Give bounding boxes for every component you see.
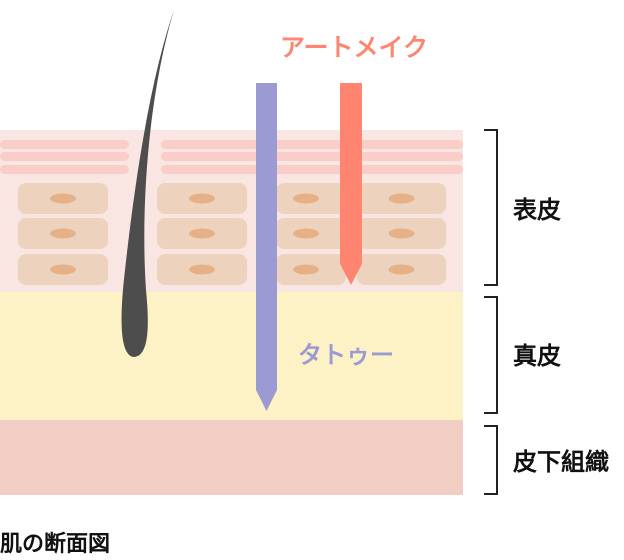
cell-nucleus [50, 193, 76, 204]
hair-shaft [121, 10, 174, 357]
cell-nucleus [50, 264, 76, 275]
epidermal-cells [18, 183, 446, 285]
dermis-label: 真皮 [513, 342, 561, 370]
art-make-needle [340, 83, 362, 285]
tattoo-needle [256, 83, 277, 411]
cell-nucleus [388, 264, 415, 275]
layer-brackets [484, 129, 498, 495]
cell-nucleus [293, 264, 319, 275]
cell-nucleus [189, 228, 215, 239]
stratum-stripes [0, 140, 463, 174]
cell-nucleus [189, 264, 215, 275]
cell-nucleus [189, 193, 215, 204]
cell-nucleus [50, 228, 76, 239]
subcutaneous-layer [0, 420, 463, 495]
diagram-caption: 肌の断面図 [0, 531, 110, 557]
cell-nucleus [293, 193, 319, 204]
cell-nucleus [388, 193, 415, 204]
epidermis-label: 表皮 [513, 196, 561, 224]
dermis-layer [0, 292, 463, 420]
subcutaneous-label: 皮下組織 [513, 448, 609, 476]
art-make-label: アートメイク [280, 33, 428, 62]
cell-nucleus [293, 228, 319, 239]
cell-nucleus [388, 228, 415, 239]
tattoo-label: タトゥー [298, 341, 394, 369]
